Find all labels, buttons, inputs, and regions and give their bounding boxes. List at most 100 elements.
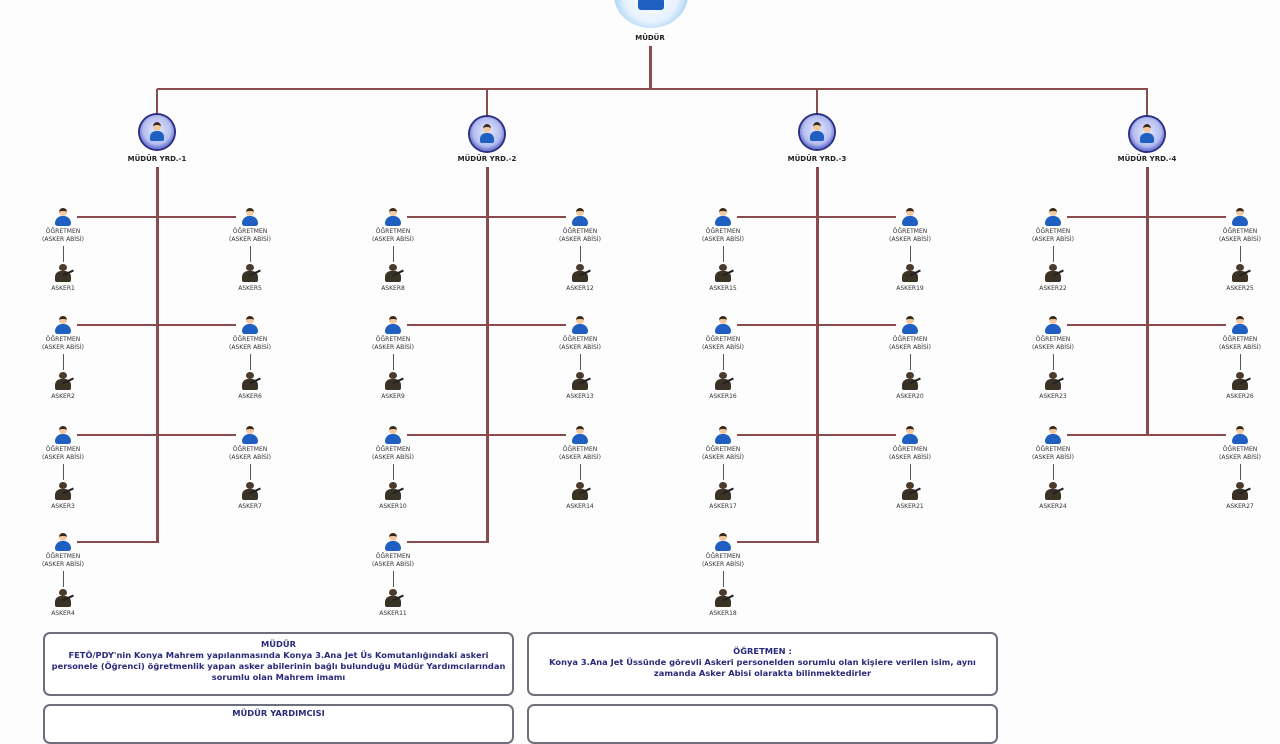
teacher-label: (ASKER ABİSİ) xyxy=(42,344,84,351)
teacher-icon xyxy=(572,316,588,334)
soldier-icon xyxy=(241,372,261,390)
connector xyxy=(407,434,487,436)
teacher-icon xyxy=(572,208,588,226)
connector xyxy=(486,89,488,119)
soldier-label: ASKER26 xyxy=(1226,393,1254,400)
teacher-label: (ASKER ABİSİ) xyxy=(889,344,931,351)
deputy-title: MÜDÜR YRD.-4 xyxy=(1117,155,1177,163)
teacher-icon xyxy=(715,316,731,334)
connector xyxy=(157,216,236,218)
mudur-title: MÜDÜR xyxy=(635,34,665,42)
teacher-label: ÖĞRETMEN xyxy=(705,336,741,343)
teacher-label: ÖĞRETMEN xyxy=(1035,336,1071,343)
teacher-label: ÖĞRETMEN xyxy=(45,336,81,343)
soldier-label: ASKER6 xyxy=(238,393,262,400)
connector xyxy=(157,88,1148,90)
connector xyxy=(1067,216,1147,218)
teacher-icon xyxy=(902,316,918,334)
teacher-label: (ASKER ABİSİ) xyxy=(559,344,601,351)
teacher-label: ÖĞRETMEN xyxy=(562,336,598,343)
soldier-icon xyxy=(571,264,591,282)
soldier-label: ASKER17 xyxy=(709,503,737,510)
teacher-icon xyxy=(385,426,401,444)
teacher-label: (ASKER ABİSİ) xyxy=(702,344,744,351)
teacher-label: ÖĞRETMEN xyxy=(232,336,268,343)
soldier-label: ASKER5 xyxy=(238,285,262,292)
teacher-icon xyxy=(242,316,258,334)
legend-text: FETÖ/PDY'nin Konya Mahrem yapılanmasında… xyxy=(51,650,506,682)
deputy-title: MÜDÜR YRD.-3 xyxy=(787,155,847,163)
teacher-label: (ASKER ABİSİ) xyxy=(229,454,271,461)
teacher-label: (ASKER ABİSİ) xyxy=(372,236,414,243)
soldier-label: ASKER8 xyxy=(381,285,405,292)
teacher-label: ÖĞRETMEN xyxy=(45,446,81,453)
teacher-label: (ASKER ABİSİ) xyxy=(702,236,744,243)
soldier-label: ASKER23 xyxy=(1039,393,1067,400)
soldier-icon xyxy=(901,482,921,500)
teacher-label: ÖĞRETMEN xyxy=(892,446,928,453)
soldier-label: ASKER11 xyxy=(379,610,407,617)
teacher-icon xyxy=(1045,208,1061,226)
legend-title: MÜDÜR YARDIMCISI xyxy=(232,708,325,718)
teacher-label: ÖĞRETMEN xyxy=(375,336,411,343)
connector xyxy=(580,354,581,370)
connector xyxy=(487,434,566,436)
soldier-icon xyxy=(901,264,921,282)
teacher-icon xyxy=(715,208,731,226)
connector xyxy=(407,216,487,218)
connector xyxy=(157,434,236,436)
connector xyxy=(1240,354,1241,370)
teacher-icon xyxy=(715,426,731,444)
mudur-node-icon xyxy=(614,0,688,28)
connector xyxy=(910,464,911,480)
connector xyxy=(77,434,157,436)
connector xyxy=(250,246,251,262)
teacher-label: (ASKER ABİSİ) xyxy=(559,454,601,461)
soldier-icon xyxy=(54,372,74,390)
teacher-icon xyxy=(242,208,258,226)
teacher-icon xyxy=(715,533,731,551)
connector xyxy=(393,571,394,587)
soldier-icon xyxy=(241,482,261,500)
soldier-icon xyxy=(571,372,591,390)
teacher-icon xyxy=(385,316,401,334)
teacher-label: ÖĞRETMEN xyxy=(375,446,411,453)
connector xyxy=(816,89,818,119)
teacher-label: ÖĞRETMEN xyxy=(1035,446,1071,453)
teacher-label: ÖĞRETMEN xyxy=(705,228,741,235)
soldier-label: ASKER13 xyxy=(566,393,594,400)
soldier-icon xyxy=(1231,482,1251,500)
connector xyxy=(816,167,819,543)
soldier-label: ASKER21 xyxy=(896,503,924,510)
soldier-icon xyxy=(241,264,261,282)
connector xyxy=(649,46,652,90)
connector xyxy=(77,541,157,543)
teacher-label: ÖĞRETMEN xyxy=(1222,336,1258,343)
connector xyxy=(77,324,157,326)
teacher-label: ÖĞRETMEN xyxy=(375,553,411,560)
soldier-label: ASKER14 xyxy=(566,503,594,510)
connector xyxy=(1240,246,1241,262)
deputy-node-icon xyxy=(470,117,504,151)
connector xyxy=(723,246,724,262)
teacher-icon xyxy=(55,533,71,551)
connector xyxy=(156,167,159,543)
teacher-label: (ASKER ABİSİ) xyxy=(42,561,84,568)
connector xyxy=(1146,167,1149,436)
teacher-label: ÖĞRETMEN xyxy=(232,446,268,453)
soldier-icon xyxy=(714,482,734,500)
soldier-icon xyxy=(54,589,74,607)
legend-box-mudur-yardimcisi: MÜDÜR YARDIMCISI xyxy=(43,704,514,744)
connector xyxy=(1146,89,1148,119)
soldier-label: ASKER15 xyxy=(709,285,737,292)
teacher-label: ÖĞRETMEN xyxy=(705,553,741,560)
connector xyxy=(1147,434,1226,436)
teacher-label: (ASKER ABİSİ) xyxy=(889,454,931,461)
connector xyxy=(487,324,566,326)
teacher-icon xyxy=(1045,426,1061,444)
teacher-icon xyxy=(1232,208,1248,226)
connector xyxy=(63,354,64,370)
connector xyxy=(156,89,158,119)
teacher-icon xyxy=(55,208,71,226)
soldier-label: ASKER12 xyxy=(566,285,594,292)
